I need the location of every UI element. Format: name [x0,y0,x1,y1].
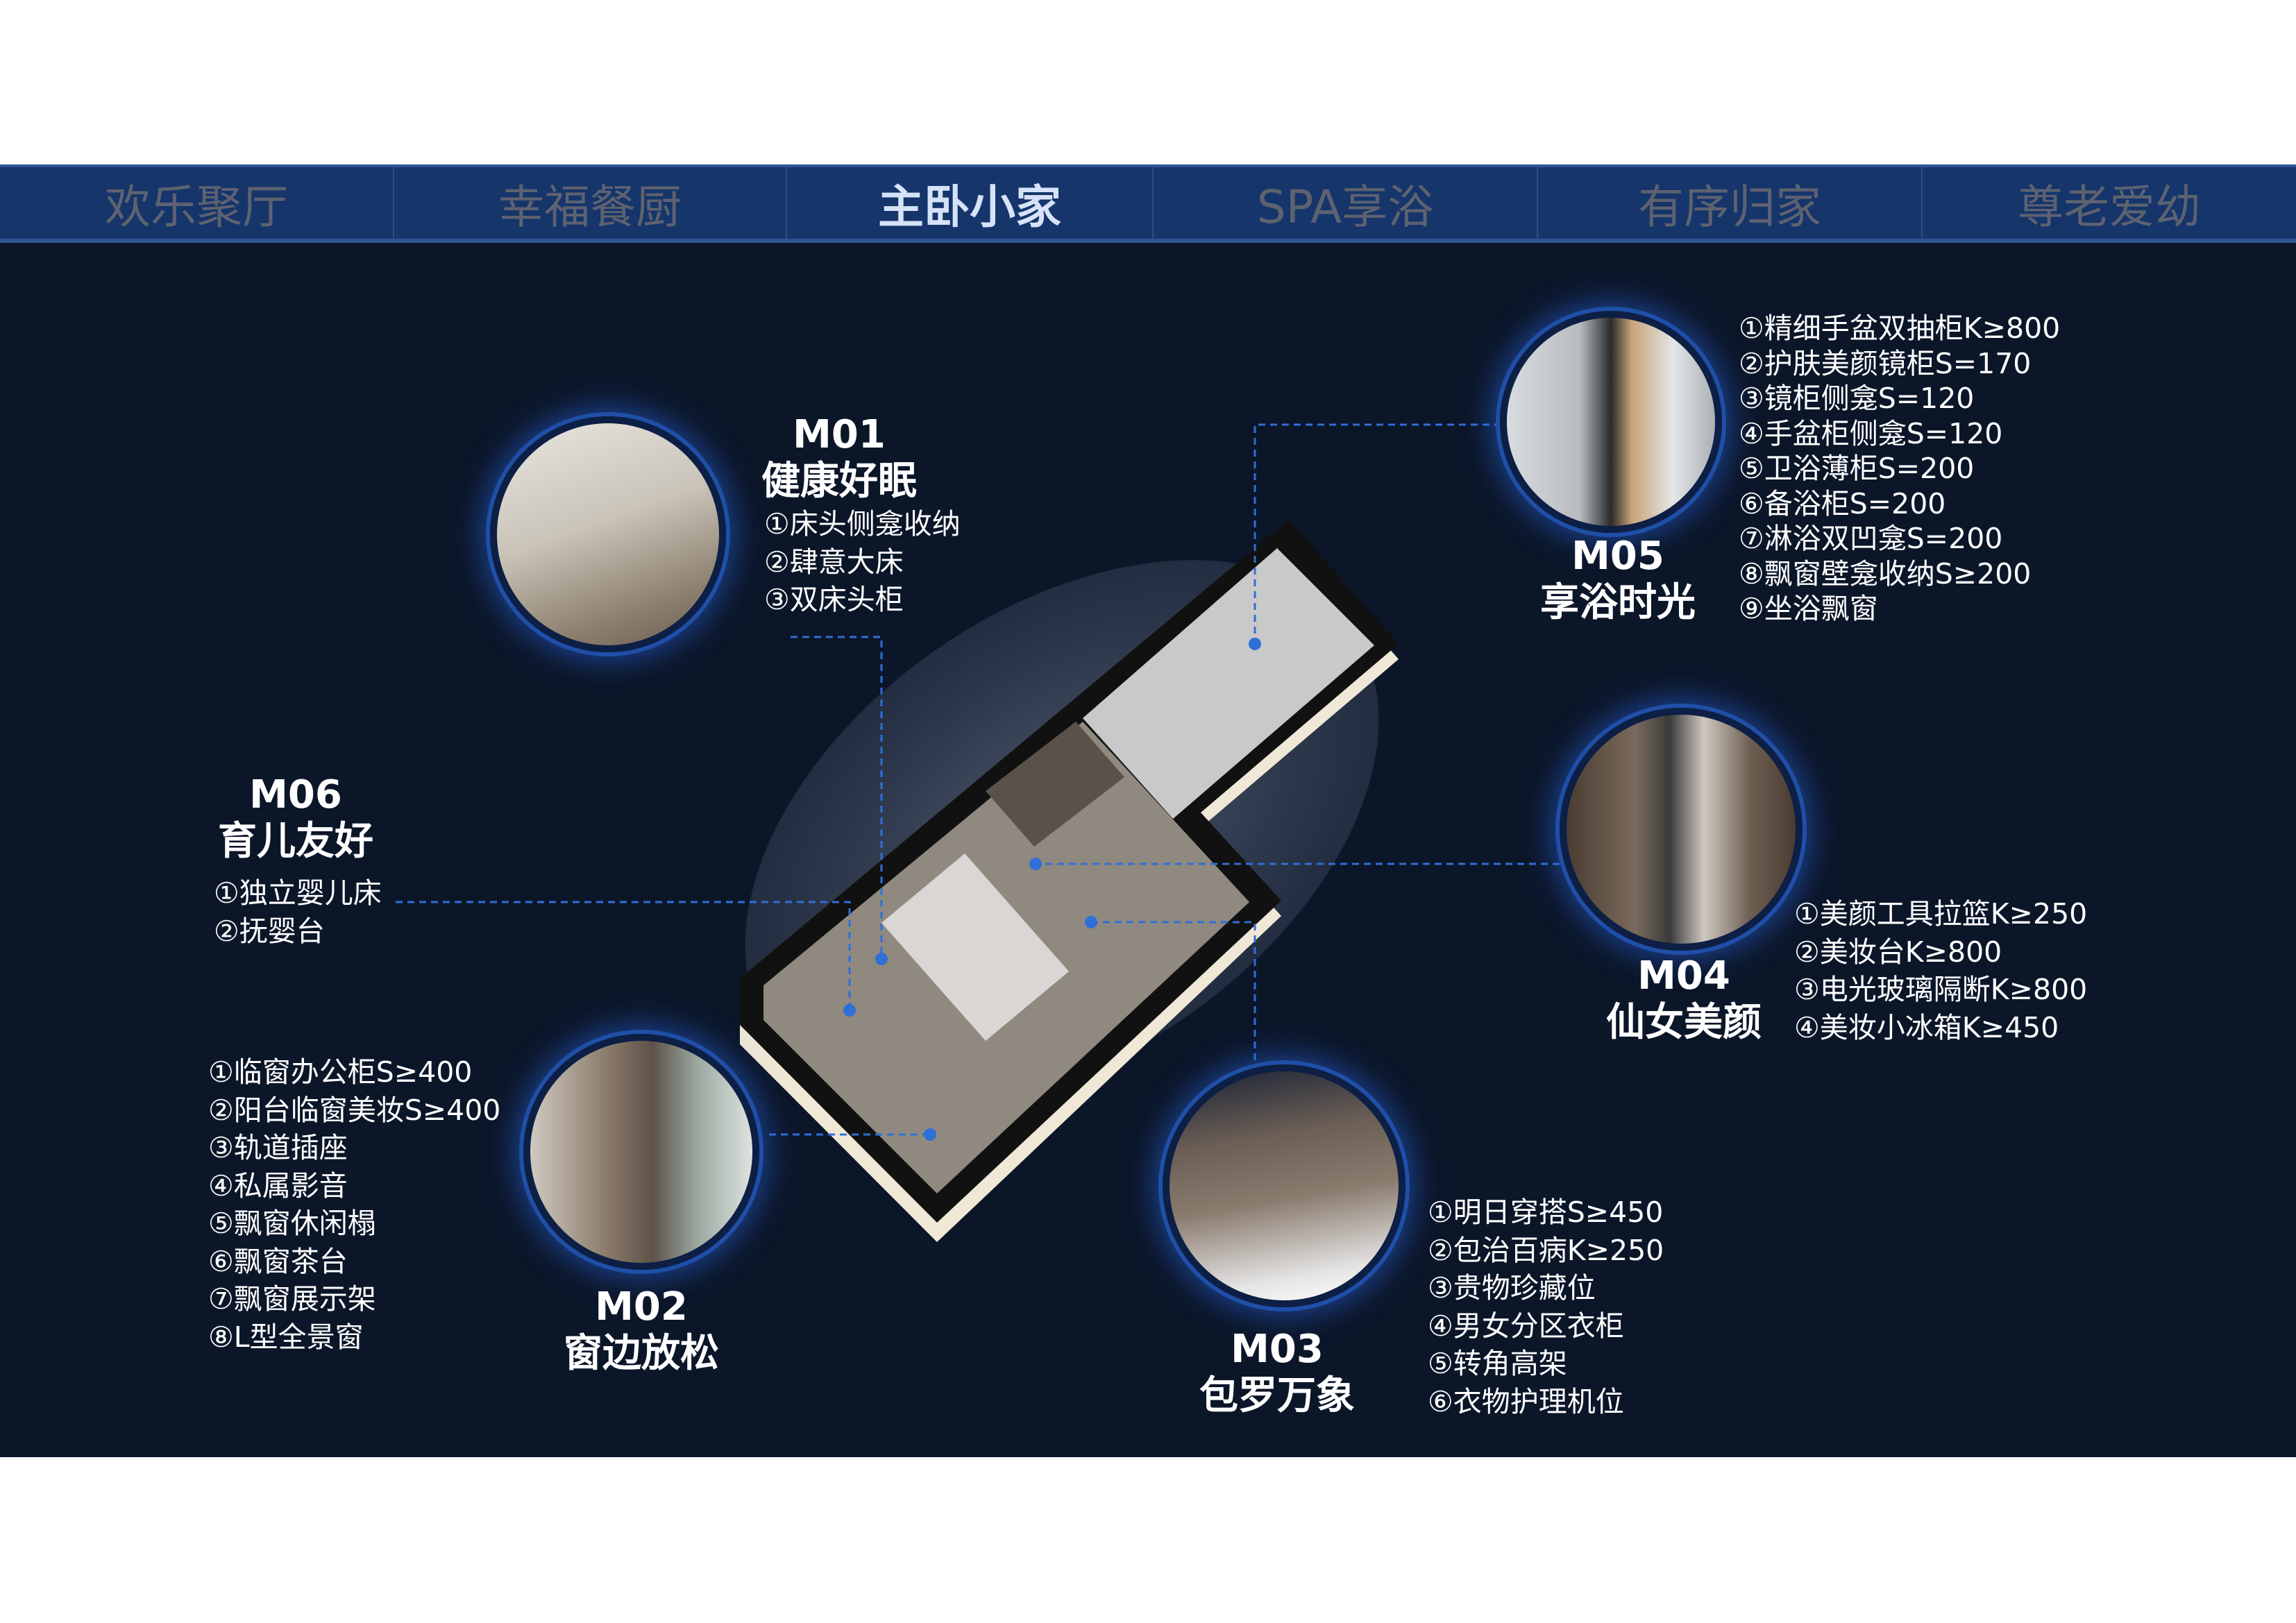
list-item: ⑥飘窗茶台 [208,1244,348,1278]
list-item: ⑥备浴柜S=200 [1739,486,1946,520]
list-item: ③镜柜侧龛S=120 [1739,382,1975,415]
callout-lines [396,423,1560,1136]
m01-bedroom-photo [490,416,726,652]
list-item: ①明日穿搭S≥450 [1428,1196,1664,1229]
m02-code: M02 [595,1284,688,1329]
module-tab-bar: 欢乐聚厅 幸福餐厨 主卧小家 SPA享浴 有序归家 尊老爱幼 [0,164,2296,243]
list-item: ⑤飘窗休闲榻 [208,1207,376,1240]
list-item: ⑤转角高架 [1428,1347,1567,1380]
list-item: ③贵物珍藏位 [1428,1271,1596,1305]
m06-name: 育儿友好 [218,819,373,864]
m05-feature-list: ①精细手盆双抽柜K≥800 ②护肤美颜镜柜S=170 ③镜柜侧龛S=120 ④手… [1739,311,2060,627]
list-item: ⑦淋浴双凹龛S=200 [1739,522,2003,555]
tab-kitchen[interactable]: 幸福餐厨 [394,167,787,239]
list-item: ②肆意大床 [764,545,904,579]
list-item: ④男女分区衣柜 [1428,1309,1624,1343]
callout-dots [843,638,1261,1141]
m06-feature-list: ①独立婴儿床 ②抚婴台 [214,874,382,950]
list-item: ②抚婴台 [214,914,325,948]
list-item: ③轨道插座 [208,1131,348,1164]
list-item: ①临窗办公柜S≥400 [208,1055,473,1089]
bed [881,853,1069,1041]
m02-window-photo [523,1034,759,1270]
tab-master-bedroom[interactable]: 主卧小家 [787,167,1154,239]
list-item: ②包治百病K≥250 [1428,1233,1664,1267]
m04-feature-list: ①美颜工具拉篮K≥250 ②美妆台K≥800 ③电光玻璃隔断K≥800 ④美妆小… [1794,895,2087,1046]
list-item: ⑦飘窗展示架 [208,1282,376,1316]
list-item: ②阳台临窗美妆S≥400 [208,1093,501,1127]
list-item: ⑧飘窗壁龛收纳S≥200 [1739,556,2032,590]
list-item: ①床头侧龛收纳 [764,507,961,541]
tab-entry-storage[interactable]: 有序归家 [1538,167,1923,239]
m03-name: 包罗万象 [1199,1373,1355,1418]
tab-elder-child[interactable]: 尊老爱幼 [2018,180,2201,234]
list-item: ②美妆台K≥800 [1794,935,2002,969]
m05-code: M05 [1571,534,1664,579]
list-item: ⑥衣物护理机位 [1428,1384,1624,1418]
m01-code: M01 [793,412,886,457]
m01-feature-list: ①床头侧龛收纳 ②肆意大床 ③双床头柜 [764,505,961,619]
m04-vanity-photo [1560,708,1803,951]
bathroom-floor [1083,548,1374,819]
list-item: ⑨坐浴飘窗 [1739,592,1878,625]
m02-feature-list: ①临窗办公柜S≥400 ②阳台临窗美妆S≥400 ③轨道插座 ④私属影音 ⑤飘窗… [208,1053,500,1356]
callout-line-m05 [1253,423,1501,644]
m05-bathroom-photo [1500,311,1722,533]
wardrobe-block [986,722,1124,847]
m03-code: M03 [1231,1327,1324,1372]
m01-name: 健康好眠 [761,459,917,504]
list-item: ④私属影音 [208,1169,348,1203]
m04-name: 仙女美颜 [1606,1000,1762,1045]
list-item: ①独立婴儿床 [214,876,382,910]
m03-wardrobe-photo [1163,1064,1406,1307]
list-item: ③电光玻璃隔断K≥800 [1794,973,2088,1006]
callout-line-m06 [396,901,851,1010]
list-item: ②护肤美颜镜柜S=170 [1739,346,2032,380]
m05-name: 享浴时光 [1540,580,1696,625]
tab-spa-bath[interactable]: SPA享浴 [1154,167,1538,239]
m06-code: M06 [249,772,342,817]
list-item: ①精细手盆双抽柜K≥800 [1739,312,2061,345]
m03-feature-list: ①明日穿搭S≥450 ②包治百病K≥250 ③贵物珍藏位 ④男女分区衣柜 ⑤转角… [1428,1193,1664,1420]
list-item: ④手盆柜侧龛S=120 [1739,416,2003,450]
callout-line-m01 [791,636,883,959]
m02-name: 窗边放松 [564,1331,719,1376]
tab-living-room[interactable]: 欢乐聚厅 [0,167,394,239]
list-item: ③双床头柜 [764,583,904,616]
list-item: ①美颜工具拉篮K≥250 [1794,897,2088,931]
list-item: ⑧L型全景窗 [208,1320,364,1354]
m04-code: M04 [1637,953,1730,999]
list-item: ⑤卫浴薄柜S=200 [1739,452,1975,485]
list-item: ④美妆小冰箱K≥450 [1794,1010,2059,1044]
